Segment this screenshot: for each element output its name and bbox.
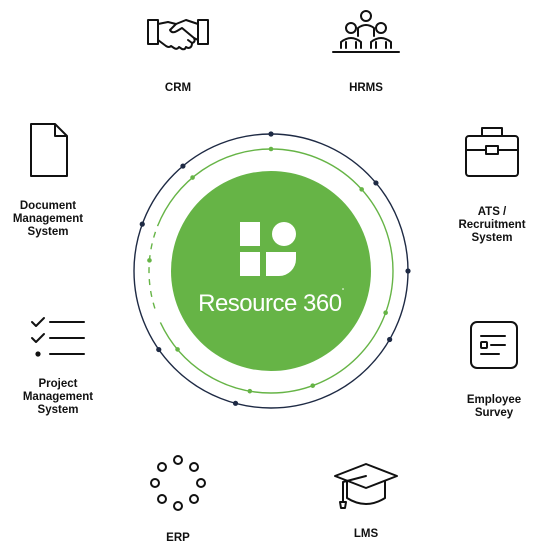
project-label-line-1: Project bbox=[38, 378, 78, 390]
outer-ring-dot-0 bbox=[268, 131, 274, 137]
document-label-line-2: Management bbox=[12, 213, 84, 225]
survey-label-line-1: Employee bbox=[466, 394, 522, 406]
node-hrms: HRMS bbox=[326, 8, 406, 95]
outer-ring-dot-1 bbox=[373, 180, 379, 186]
graduation-cap-icon bbox=[334, 463, 398, 509]
brand-name-text: Resource 360 bbox=[198, 290, 342, 317]
checklist-icon bbox=[31, 317, 85, 357]
node-erp: ERP bbox=[138, 454, 218, 545]
inner-ring-dots bbox=[147, 146, 388, 394]
node-crm: CRM bbox=[138, 10, 218, 95]
inner-ring-dot-0 bbox=[268, 146, 274, 152]
people-group-icon bbox=[332, 10, 400, 53]
document-label: Document Management System bbox=[6, 200, 90, 239]
handshake-icon bbox=[147, 19, 209, 51]
project-label: Project Management System bbox=[6, 378, 110, 417]
project-label-line-2: Management bbox=[22, 391, 94, 403]
inner-ring-dot-5 bbox=[175, 347, 180, 352]
briefcase-icon bbox=[465, 127, 519, 177]
brand-mark: ° bbox=[341, 288, 345, 295]
crm-label: CRM bbox=[164, 82, 192, 94]
node-ats-recruitment: ATS / Recruitment System bbox=[450, 124, 534, 245]
inner-ring-dot-7 bbox=[190, 175, 195, 180]
hrms-label: HRMS bbox=[349, 82, 383, 94]
lms-label: LMS bbox=[353, 528, 379, 540]
survey-label-line-2: Survey bbox=[474, 407, 514, 419]
outer-ring-dot-3 bbox=[387, 336, 393, 343]
resource360-logo-icon bbox=[240, 222, 296, 276]
outer-ring-dot-2 bbox=[405, 268, 411, 274]
inner-ring-dot-2 bbox=[383, 310, 388, 316]
inner-ring-dot-1 bbox=[359, 187, 364, 192]
outer-ring-dot-5 bbox=[156, 346, 162, 353]
survey-form-icon bbox=[470, 321, 518, 369]
inner-ring-dot-6 bbox=[147, 258, 152, 263]
node-document-management: Document Management System bbox=[6, 120, 90, 239]
outer-ring-dots bbox=[139, 131, 411, 406]
node-employee-survey: Employee Survey bbox=[452, 318, 536, 420]
ats-label-line-3: System bbox=[471, 232, 513, 244]
project-label-line-3: System bbox=[37, 404, 79, 416]
ats-label: ATS / Recruitment System bbox=[450, 206, 534, 245]
ats-label-line-2: Recruitment bbox=[458, 219, 526, 231]
outer-ring-dot-7 bbox=[180, 163, 186, 169]
dots-circle-icon bbox=[150, 455, 206, 511]
node-project-management: Project Management System bbox=[6, 312, 110, 417]
brand-name: Resource 360° bbox=[171, 288, 371, 318]
outer-ring-dot-6 bbox=[139, 221, 145, 227]
document-label-line-3: System bbox=[27, 226, 69, 238]
inner-ring-dot-3 bbox=[310, 383, 316, 388]
ats-label-line-1: ATS / bbox=[477, 206, 507, 218]
survey-label: Employee Survey bbox=[452, 394, 536, 420]
inner-ring-dot-4 bbox=[247, 388, 253, 394]
outer-ring-dot-4 bbox=[232, 400, 239, 406]
document-icon bbox=[30, 123, 68, 177]
document-label-line-1: Document bbox=[19, 200, 77, 212]
node-lms: LMS bbox=[326, 458, 406, 541]
erp-label: ERP bbox=[166, 532, 190, 544]
